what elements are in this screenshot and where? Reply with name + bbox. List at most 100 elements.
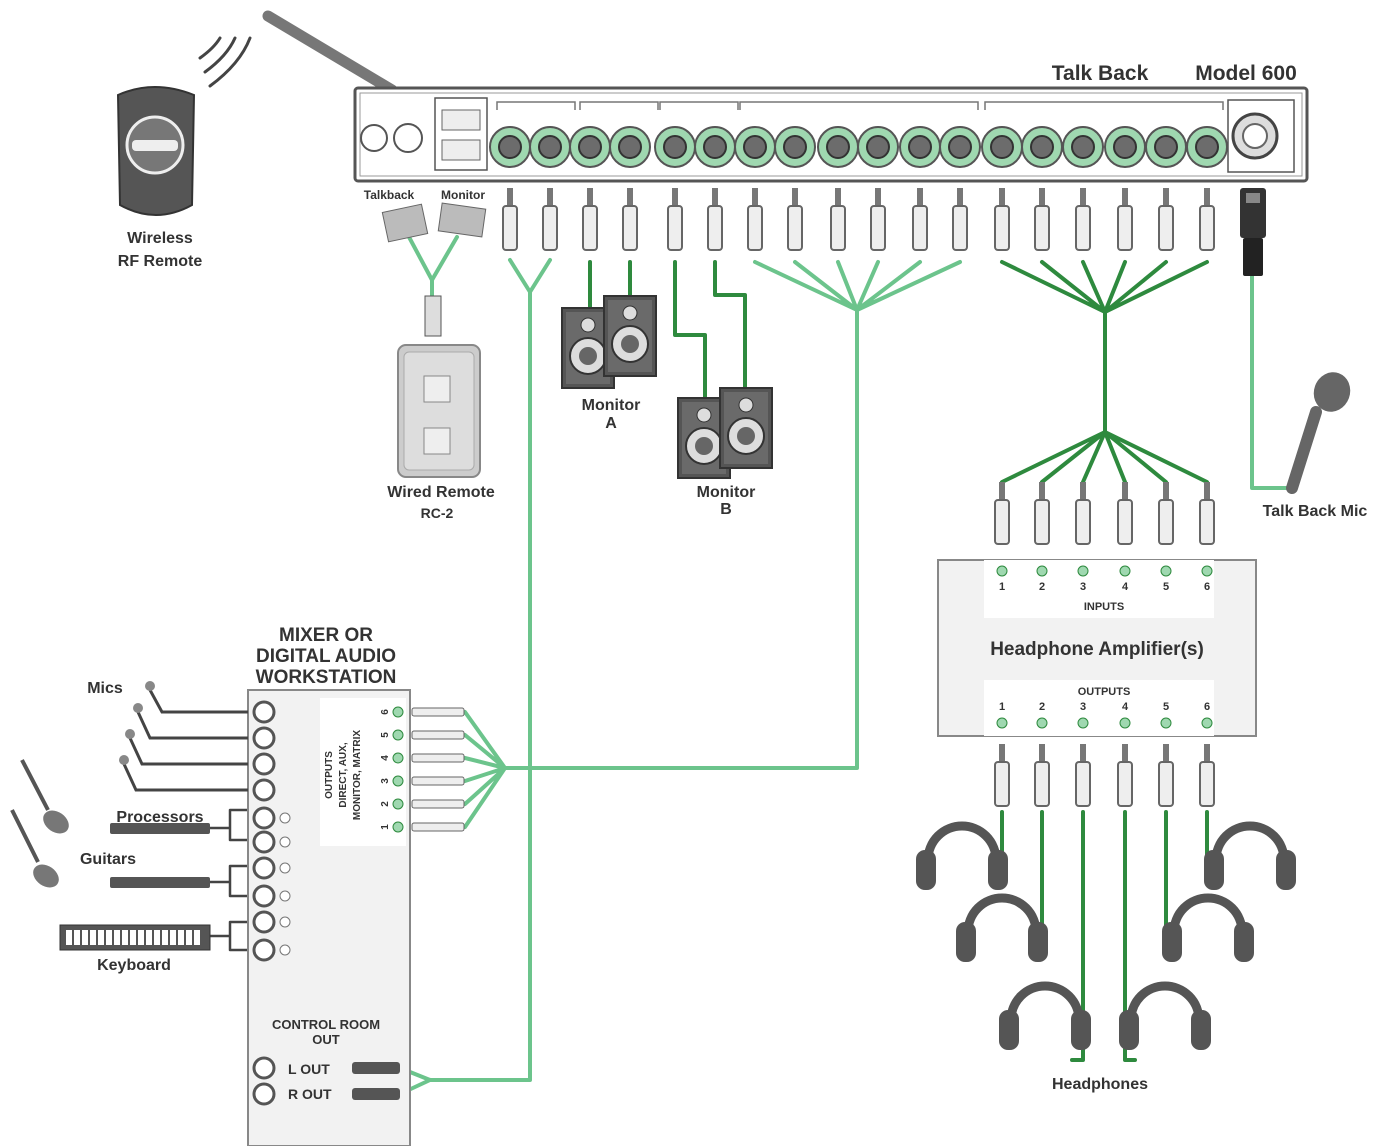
guitar-processor: [110, 877, 210, 888]
mixer-outputs-cable: [463, 260, 962, 829]
mixer-outputs-label-2: DIRECT, AUX,: [338, 742, 349, 807]
wireless-label-1: Wireless: [127, 230, 193, 247]
mixer-output-jack: [392, 775, 404, 787]
trs-plug: [667, 188, 683, 251]
trs-plug: [1117, 482, 1133, 545]
trs-plug: [994, 482, 1010, 545]
talkback-button: [423, 375, 451, 403]
mixer-input-jack: [252, 910, 276, 934]
mixer-output-plug: [411, 707, 465, 717]
amp-output-number: 3: [1080, 701, 1086, 713]
trs-jack: [279, 836, 291, 848]
headphone-icon: [1162, 893, 1254, 962]
wired-remote-label-2: RC-2: [421, 505, 454, 521]
speaker-icon: [561, 307, 615, 389]
trs-plug: [1075, 188, 1091, 251]
headphone-icon: [1204, 821, 1296, 890]
amp-inputs-label: INPUTS: [1084, 601, 1124, 613]
amp-input-jack: [1160, 565, 1172, 577]
mic-icon: [133, 703, 143, 713]
amp-input-number: 5: [1163, 581, 1169, 593]
mixer-input-jack: [252, 830, 276, 854]
amp-output-jack: [1077, 717, 1089, 729]
speaker-icon: [719, 387, 773, 469]
amp-output-number: 4: [1122, 701, 1129, 713]
trs-plug: [912, 188, 928, 251]
wired-remote-rc2: Wired Remote RC-2: [387, 344, 495, 521]
mixer-output-number: 4: [380, 755, 391, 761]
monitor-connector-label: Monitor: [441, 188, 485, 202]
headphone-cables: [988, 810, 1220, 1062]
cables: [208, 235, 1294, 1096]
headphone-feed-cable: [1000, 260, 1209, 484]
guitar-icon: [10, 759, 69, 888]
headphone-icon: [916, 821, 1008, 890]
mic-icon: [145, 681, 155, 691]
remote-connectors: Talkback Monitor: [364, 188, 487, 337]
mixer-output-plug: [411, 730, 465, 740]
trs-jack: [279, 812, 291, 824]
model-title: Model 600: [1195, 62, 1297, 85]
trs-jack: [279, 890, 291, 902]
headphone-icon: [1119, 981, 1211, 1050]
amp-input-jack: [1036, 565, 1048, 577]
mixer-input-jack: [252, 884, 276, 908]
mic-cable: [136, 711, 248, 740]
trs-plug: [1075, 482, 1091, 545]
guitars-label: Guitars: [80, 851, 136, 868]
mixer-output-number: 6: [380, 709, 391, 715]
talkback-title: Talk Back: [1052, 62, 1149, 85]
wireless-rf-remote: Wireless RF Remote: [116, 36, 252, 270]
headphone-icon: [956, 893, 1048, 962]
mic-icon: [119, 755, 129, 765]
keyboard-icon: [59, 924, 211, 951]
amp-input-jack: [996, 565, 1008, 577]
trs-plug: [707, 188, 723, 251]
rf-signal-icon: [198, 36, 252, 88]
power-connector: [393, 123, 423, 153]
mics-label: Mics: [87, 680, 123, 697]
talkback-mic-cable: [1250, 273, 1294, 490]
trs-plug: [787, 188, 803, 251]
amp-input-number: 2: [1039, 581, 1045, 593]
trs-plug: [1158, 744, 1174, 807]
mixer-input-jack: [252, 700, 276, 724]
trs-jack: [279, 862, 291, 874]
l-out-jack: [252, 1056, 276, 1080]
mixer-output-number: 5: [380, 732, 391, 738]
amp-input-number: 1: [999, 581, 1005, 593]
mixer-output-jack: [392, 821, 404, 833]
amp-output-jack: [1160, 717, 1172, 729]
mic-cable: [148, 689, 248, 714]
xlr-plug: [1240, 188, 1266, 276]
monitor-b-cable: [673, 260, 747, 402]
monitor-b-label-2: B: [720, 501, 732, 518]
trs-plug: [1199, 482, 1215, 545]
mixer-output-plug: [411, 799, 465, 809]
processor-unit: [110, 823, 210, 834]
trs-plug: [542, 188, 558, 251]
output-plugs: [502, 188, 1215, 251]
mixer-title-2: DIGITAL AUDIO: [256, 646, 396, 667]
mixer-output-jack: [392, 729, 404, 741]
amp-output-jack: [1036, 717, 1048, 729]
mixer-input-jack: [252, 938, 276, 962]
trs-plug: [870, 188, 886, 251]
trs-plug: [952, 188, 968, 251]
model-600-unit: Talk Back Model 600: [262, 10, 1309, 183]
mixer-outputs-label-3: MONITOR, MATRIX: [352, 730, 363, 821]
control-room-label-2: OUT: [312, 1032, 340, 1047]
mixer-console: MIXER OR DIGITAL AUDIO WORKSTATION OUTPU…: [247, 625, 465, 1146]
amp-output-jack: [1119, 717, 1131, 729]
monitor-a-label-1: Monitor: [582, 397, 641, 414]
guitar-cables: [208, 864, 252, 898]
trs-jack: [279, 916, 291, 928]
trs-plug: [1034, 744, 1050, 807]
trs-plug: [1199, 188, 1215, 251]
trs-plug: [582, 188, 598, 251]
mic-cable: [122, 763, 248, 792]
amp-plugs: [994, 482, 1215, 807]
amp-output-number: 6: [1204, 701, 1210, 713]
